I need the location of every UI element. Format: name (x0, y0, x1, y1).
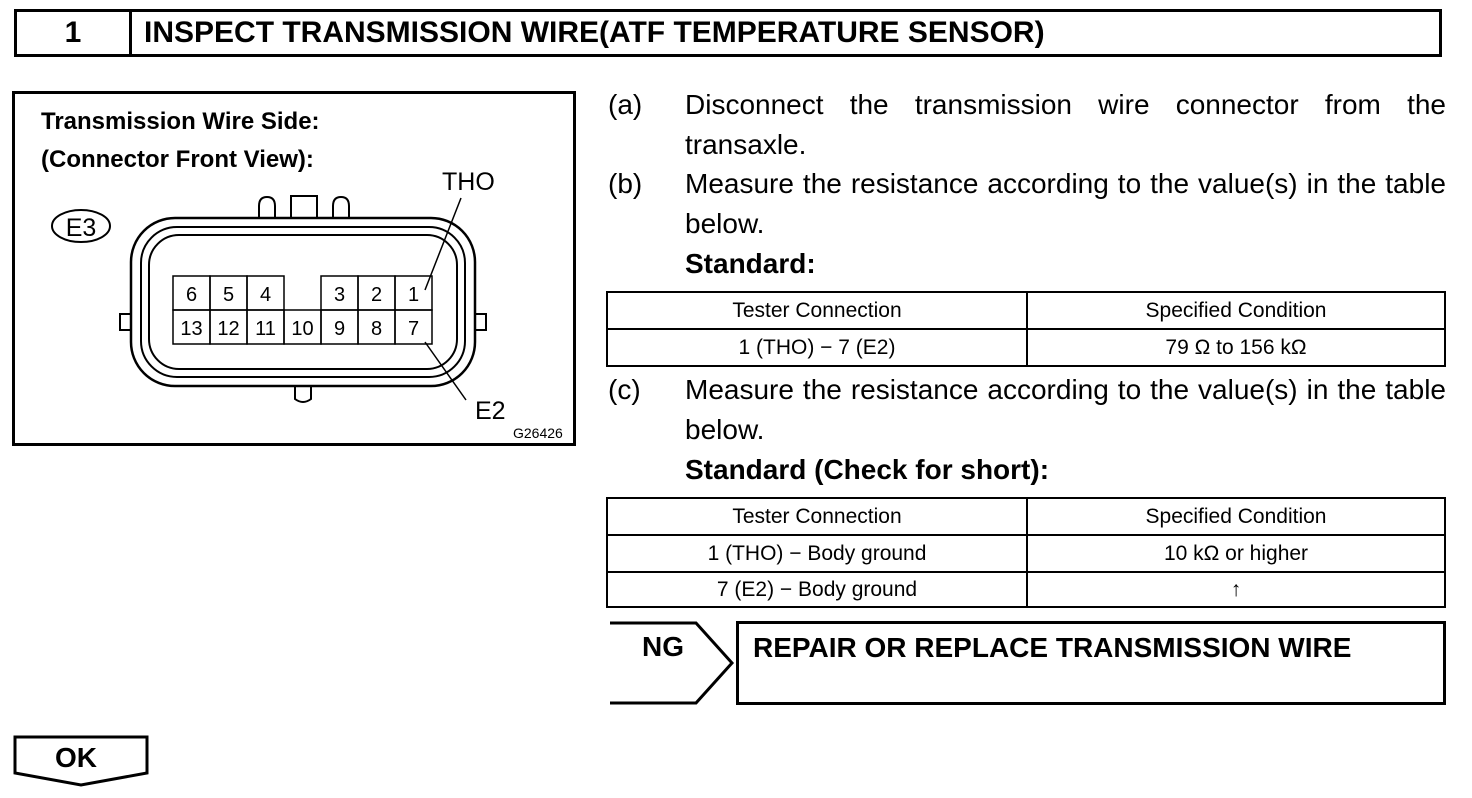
pin-grid: 6 5 4 3 2 1 13 12 11 10 9 8 7 (172, 275, 433, 345)
ok-label: OK (55, 742, 97, 773)
ng-action-box: REPAIR OR REPLACE TRANSMISSION WIRE (736, 621, 1446, 705)
ng-action-text: REPAIR OR REPLACE TRANSMISSION WIRE (753, 632, 1352, 663)
pin-label: 13 (180, 318, 202, 340)
table-row: 1 (THO) − Body ground 10 kΩ or higher (606, 534, 1446, 573)
ng-label: NG (642, 631, 684, 662)
step-number: 1 (17, 12, 132, 54)
step-a-text: Disconnect the transmission wire connect… (685, 89, 1446, 160)
callout-e2-leader (424, 341, 467, 401)
table-row: 1 (THO) − 7 (E2) 79 Ω to 156 kΩ (606, 328, 1446, 367)
table-cell: 7 (E2) − Body ground (606, 571, 1028, 608)
pin-label: 10 (291, 318, 313, 340)
pin-label: 12 (217, 318, 239, 340)
pin-label: 3 (334, 284, 345, 306)
pin-label: 4 (260, 284, 271, 306)
pin-cell (394, 309, 433, 345)
table-header-cell: Tester Connection (606, 497, 1028, 536)
figure-id: G26426 (513, 425, 563, 441)
step-b-text: Measure the resistance according to the … (685, 168, 1446, 239)
latch-tab-right (332, 195, 350, 219)
pin-label: 2 (371, 284, 382, 306)
table-header-cell: Specified Condition (1026, 291, 1446, 330)
table-cell: 1 (THO) − 7 (E2) (606, 328, 1028, 367)
pin-label: 1 (408, 284, 419, 306)
figure-caption-line2: (Connector Front View): (41, 146, 314, 173)
step-header: 1 INSPECT TRANSMISSION WIRE(ATF TEMPERAT… (14, 9, 1442, 57)
table-header-row: Tester Connection Specified Condition (606, 497, 1446, 536)
step-c-text: Measure the resistance according to the … (685, 374, 1446, 445)
table-header-cell: Tester Connection (606, 291, 1028, 330)
ng-branch: NG REPAIR OR REPLACE TRANSMISSION WIRE (608, 621, 1446, 705)
latch-tab-left (258, 195, 276, 219)
connector-figure: Transmission Wire Side: (Connector Front… (12, 91, 576, 446)
ok-arrow-shape (13, 735, 149, 787)
side-ear-right (473, 313, 487, 331)
step-title: INSPECT TRANSMISSION WIRE(ATF TEMPERATUR… (144, 16, 1045, 49)
latch-tab-center (290, 195, 318, 219)
pin-label: 8 (371, 318, 382, 340)
step-a-label: (a) (608, 89, 643, 120)
standard-c-heading: Standard (Check for short): (685, 454, 1050, 485)
standard-b-heading: Standard: (685, 248, 816, 279)
table-cell: 1 (THO) − Body ground (606, 534, 1028, 573)
pin-label: 5 (223, 284, 234, 306)
step-c-label: (c) (608, 374, 641, 405)
connector-code: E3 (66, 214, 97, 242)
pin-label: 7 (408, 318, 419, 340)
table-cell: ↑ (1026, 571, 1446, 608)
bottom-tab (294, 384, 312, 403)
callout-tho-leader (424, 197, 462, 291)
table-header-cell: Specified Condition (1026, 497, 1446, 536)
figure-caption-line1: Transmission Wire Side: (41, 108, 320, 135)
table-cell: 79 Ω to 156 kΩ (1026, 328, 1446, 367)
connector-diagram: E3 6 5 4 3 2 1 13 12 11 10 9 8 7 THO E2 G26426 (51, 168, 563, 441)
housing-outer (129, 216, 477, 388)
callout-e2: E2 (475, 397, 506, 425)
housing-mid (140, 226, 466, 378)
connector-code-ellipse (51, 209, 111, 243)
side-ear-left (119, 313, 133, 331)
pin-label: 9 (334, 318, 345, 340)
pin-label: 11 (255, 318, 276, 340)
table-row: 7 (E2) − Body ground ↑ (606, 571, 1446, 608)
spec-table-c: Tester Connection Specified Condition 1 … (606, 497, 1446, 608)
ok-branch: OK (13, 735, 149, 787)
pin-label: 6 (186, 284, 197, 306)
callout-tho: THO (442, 168, 495, 196)
housing-inner (148, 234, 458, 370)
spec-table-b: Tester Connection Specified Condition 1 … (606, 291, 1446, 367)
table-cell: 10 kΩ or higher (1026, 534, 1446, 573)
step-b-label: (b) (608, 168, 643, 199)
ng-arrow-shape (610, 621, 735, 705)
table-header-row: Tester Connection Specified Condition (606, 291, 1446, 330)
